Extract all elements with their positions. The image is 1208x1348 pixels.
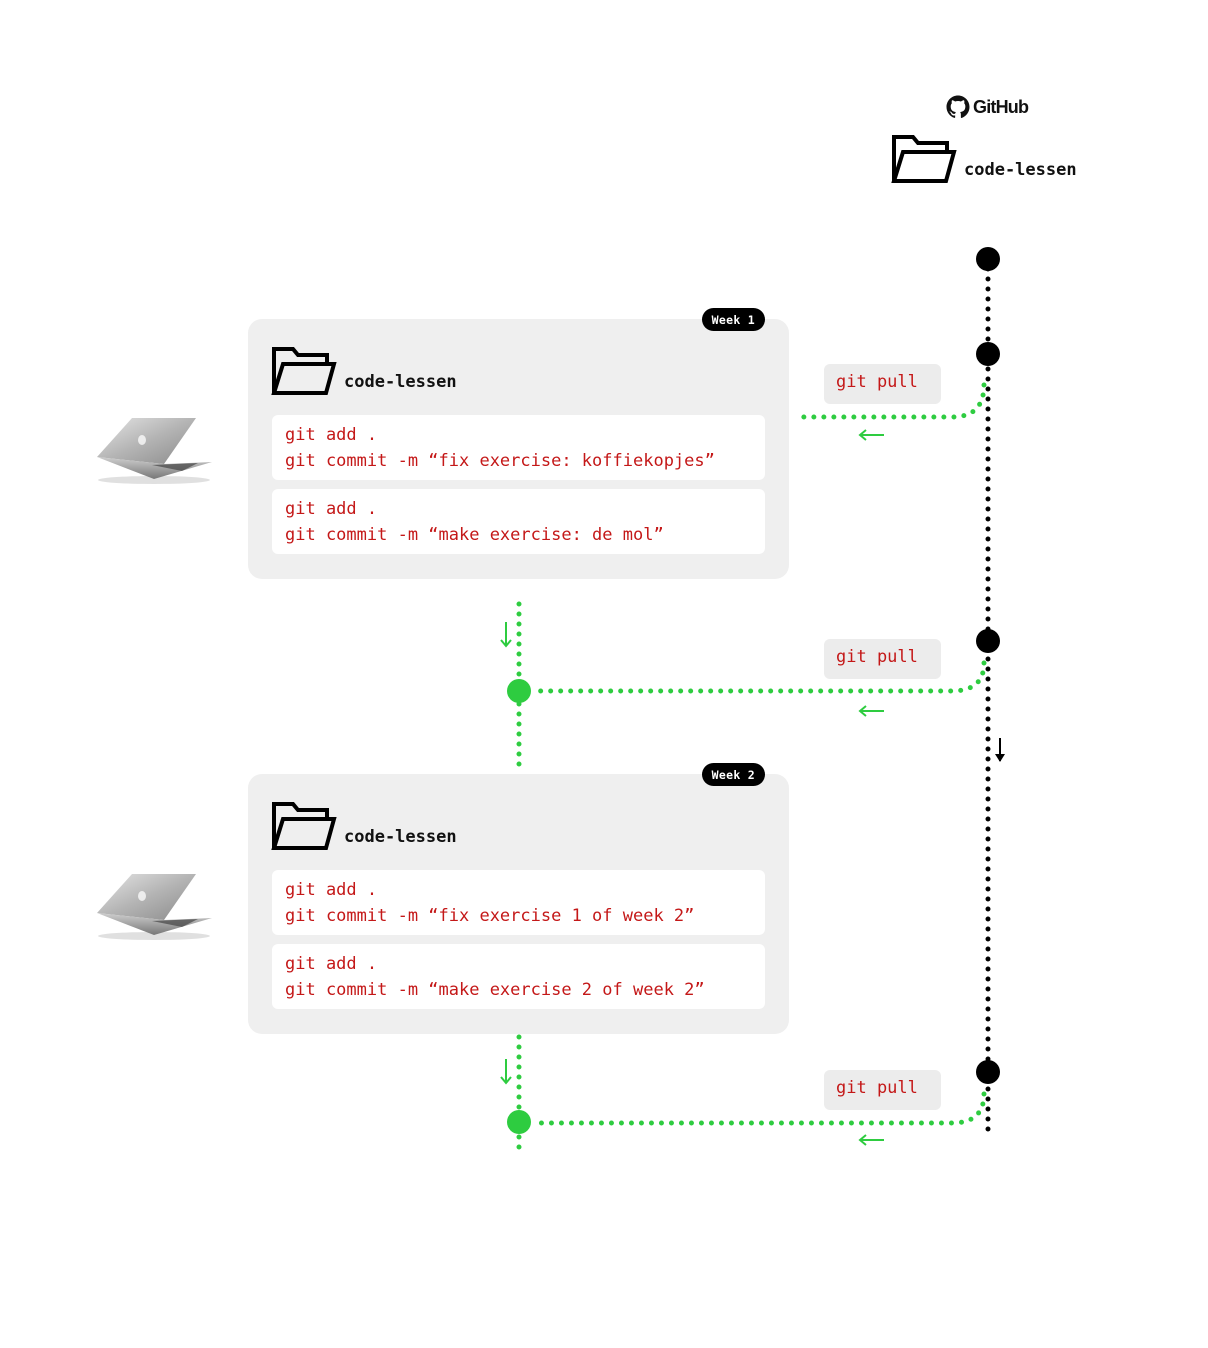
arrow-down-icon [995, 738, 1005, 762]
local-merge-dot [507, 1110, 531, 1134]
remote-commit-dot [976, 1060, 1000, 1084]
folder-icon [271, 346, 337, 400]
command-line: git add . [285, 880, 378, 900]
commit-block: git add . git commit -m “make exercise 2… [272, 944, 765, 1009]
arrow-left-icon [858, 705, 884, 717]
arrow-down-icon [500, 622, 512, 648]
local-repo-name: code-lessen [344, 372, 457, 392]
github-octocat-icon [946, 95, 970, 118]
command-line: git add . [285, 499, 378, 519]
commit-block: git add . git commit -m “fix exercise: k… [272, 415, 765, 480]
command-line: git commit -m “make exercise 2 of week 2… [285, 980, 705, 1000]
week-badge: Week 2 [701, 763, 765, 786]
github-logo: GitHub [946, 95, 1029, 119]
git-pull-label: git pull [824, 364, 941, 404]
week-card: Week 1 code-lessen git add . git commit … [248, 308, 789, 579]
command-line: git commit -m “fix exercise 1 of week 2” [285, 906, 695, 926]
week-badge: Week 1 [701, 308, 765, 331]
folder-icon [271, 801, 337, 855]
remote-commit-dot [976, 247, 1000, 271]
laptop-icon [92, 866, 216, 946]
week-card: Week 2 code-lessen git add . git commit … [248, 763, 789, 1034]
commit-block: git add . git commit -m “fix exercise 1 … [272, 870, 765, 935]
command-line: git add . [285, 425, 378, 445]
commit-block: git add . git commit -m “make exercise: … [272, 489, 765, 554]
command-line: git commit -m “fix exercise: koffiekopje… [285, 451, 715, 471]
pull-connector-3 [530, 1091, 987, 1126]
arrow-left-icon [858, 1134, 884, 1146]
command-line: git add . [285, 954, 378, 974]
arrow-down-icon [500, 1059, 512, 1085]
remote-commit-dot [976, 629, 1000, 653]
remote-repo-name: code-lessen [964, 160, 1077, 180]
github-brand-text: GitHub [973, 96, 1029, 117]
command-line: git commit -m “make exercise: de mol” [285, 525, 664, 545]
pull-connector-1 [794, 382, 987, 420]
folder-icon [891, 134, 957, 188]
git-pull-label: git pull [824, 639, 941, 679]
local-merge-dot [507, 679, 531, 703]
local-repo-name: code-lessen [344, 827, 457, 847]
git-pull-label: git pull [824, 1070, 941, 1110]
arrow-left-icon [858, 429, 884, 441]
remote-commit-dot [976, 342, 1000, 366]
pull-connector-2 [530, 660, 987, 694]
laptop-icon [92, 410, 216, 490]
